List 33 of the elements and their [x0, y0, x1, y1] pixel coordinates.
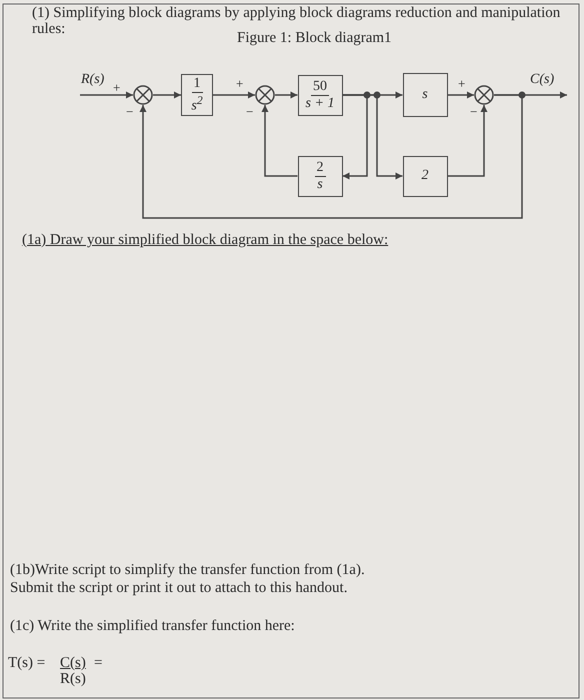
transfer-block: 2	[402, 156, 448, 196]
signal-arrow	[140, 94, 523, 219]
signal-arrow	[213, 92, 255, 98]
equation-text: T(s) =	[8, 655, 46, 671]
instruction-text: (1c) Write the simplified transfer function here:	[10, 618, 295, 634]
signal-arrow	[275, 92, 298, 98]
edge-label: C(s)	[530, 72, 554, 88]
signal-arrow	[262, 105, 298, 177]
plus-sign: +	[113, 80, 120, 96]
edge-label: R(s)	[81, 72, 104, 88]
signal-arrow	[448, 105, 488, 177]
equation-text: R(s)	[60, 671, 86, 687]
instruction-text: (1b)Write script to simplify the transfer function from (1a).	[10, 562, 365, 578]
equation-text: =	[94, 655, 102, 671]
minus-sign: −	[470, 104, 478, 120]
summing-junction	[474, 85, 494, 105]
signal-arrow	[80, 92, 133, 98]
transfer-block: 2 s	[298, 156, 342, 196]
minus-sign: −	[246, 104, 254, 120]
transfer-block: 50 s + 1	[298, 74, 342, 116]
transfer-block: 1 s$^{2}$	[181, 74, 213, 116]
plus-sign: +	[236, 76, 244, 92]
summing-junction	[255, 85, 275, 105]
signal-arrow	[448, 92, 474, 98]
plus-sign: +	[458, 76, 466, 92]
signal-arrow	[342, 94, 402, 180]
transfer-block: s	[402, 73, 448, 117]
equation-text: C(s)	[60, 655, 86, 671]
instruction-text: Submit the script or print it out to attach to this handout.	[10, 580, 348, 596]
signal-arrow	[153, 92, 181, 98]
minus-sign: −	[126, 104, 134, 120]
instruction-text: (1a) Draw your simplified block diagram in the space below:	[22, 232, 388, 248]
summing-junction	[133, 85, 153, 105]
